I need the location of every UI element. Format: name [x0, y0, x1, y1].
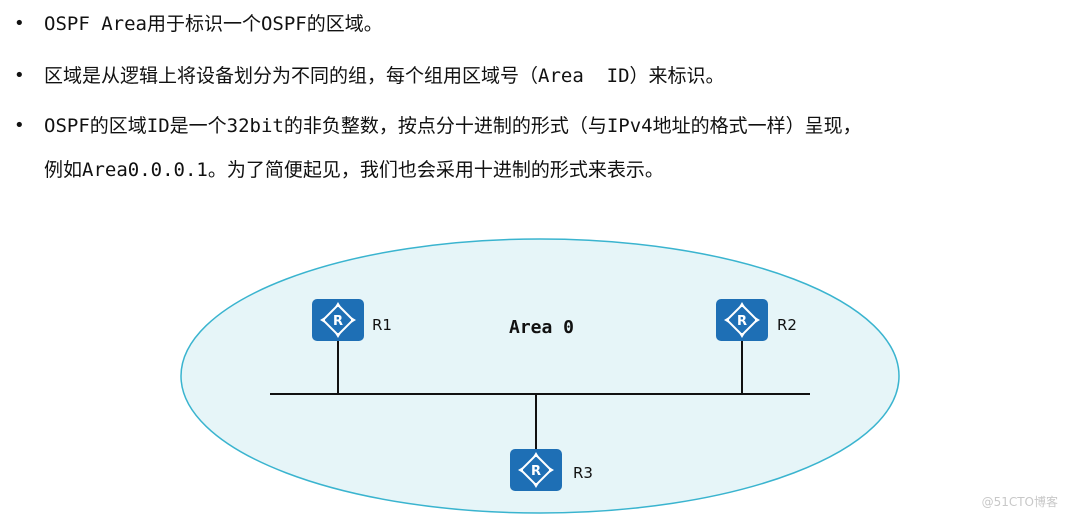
router-icon — [715, 298, 769, 342]
router-label-r3: R3 — [573, 464, 593, 482]
router-r3 — [509, 448, 563, 492]
router-icon — [509, 448, 563, 492]
bullet-item: • OSPF Area用于标识一个OSPF的区域。 — [14, 2, 1044, 46]
bullet-dot-icon: • — [14, 115, 25, 136]
bullet-text: OSPF Area用于标识一个OSPF的区域。 — [44, 13, 383, 35]
router-label-r2: R2 — [777, 316, 797, 334]
bullet-item: • OSPF的区域ID是一个32bit的非负整数，按点分十进制的形式（与IPv4… — [14, 104, 1044, 192]
router-label-r1: R1 — [372, 316, 392, 334]
watermark: @51CTO博客 — [981, 495, 1058, 509]
bullet-text-line: OSPF的区域ID是一个32bit的非负整数，按点分十进制的形式（与IPv4地址… — [44, 115, 862, 137]
router-r1 — [311, 298, 365, 342]
router-icon — [311, 298, 365, 342]
bullet-text-line: 例如Area0.0.0.1。为了简便起见，我们也会采用十进制的形式来表示。 — [44, 159, 664, 181]
area-label: Area 0 — [509, 317, 574, 338]
router-r2 — [715, 298, 769, 342]
bullet-text: 区域是从逻辑上将设备划分为不同的组，每个组用区域号（Area ID）来标识。 — [44, 65, 725, 87]
bullet-item: • 区域是从逻辑上将设备划分为不同的组，每个组用区域号（Area ID）来标识。 — [14, 54, 1044, 98]
bullet-dot-icon: • — [14, 65, 25, 86]
bullet-dot-icon: • — [14, 13, 25, 34]
